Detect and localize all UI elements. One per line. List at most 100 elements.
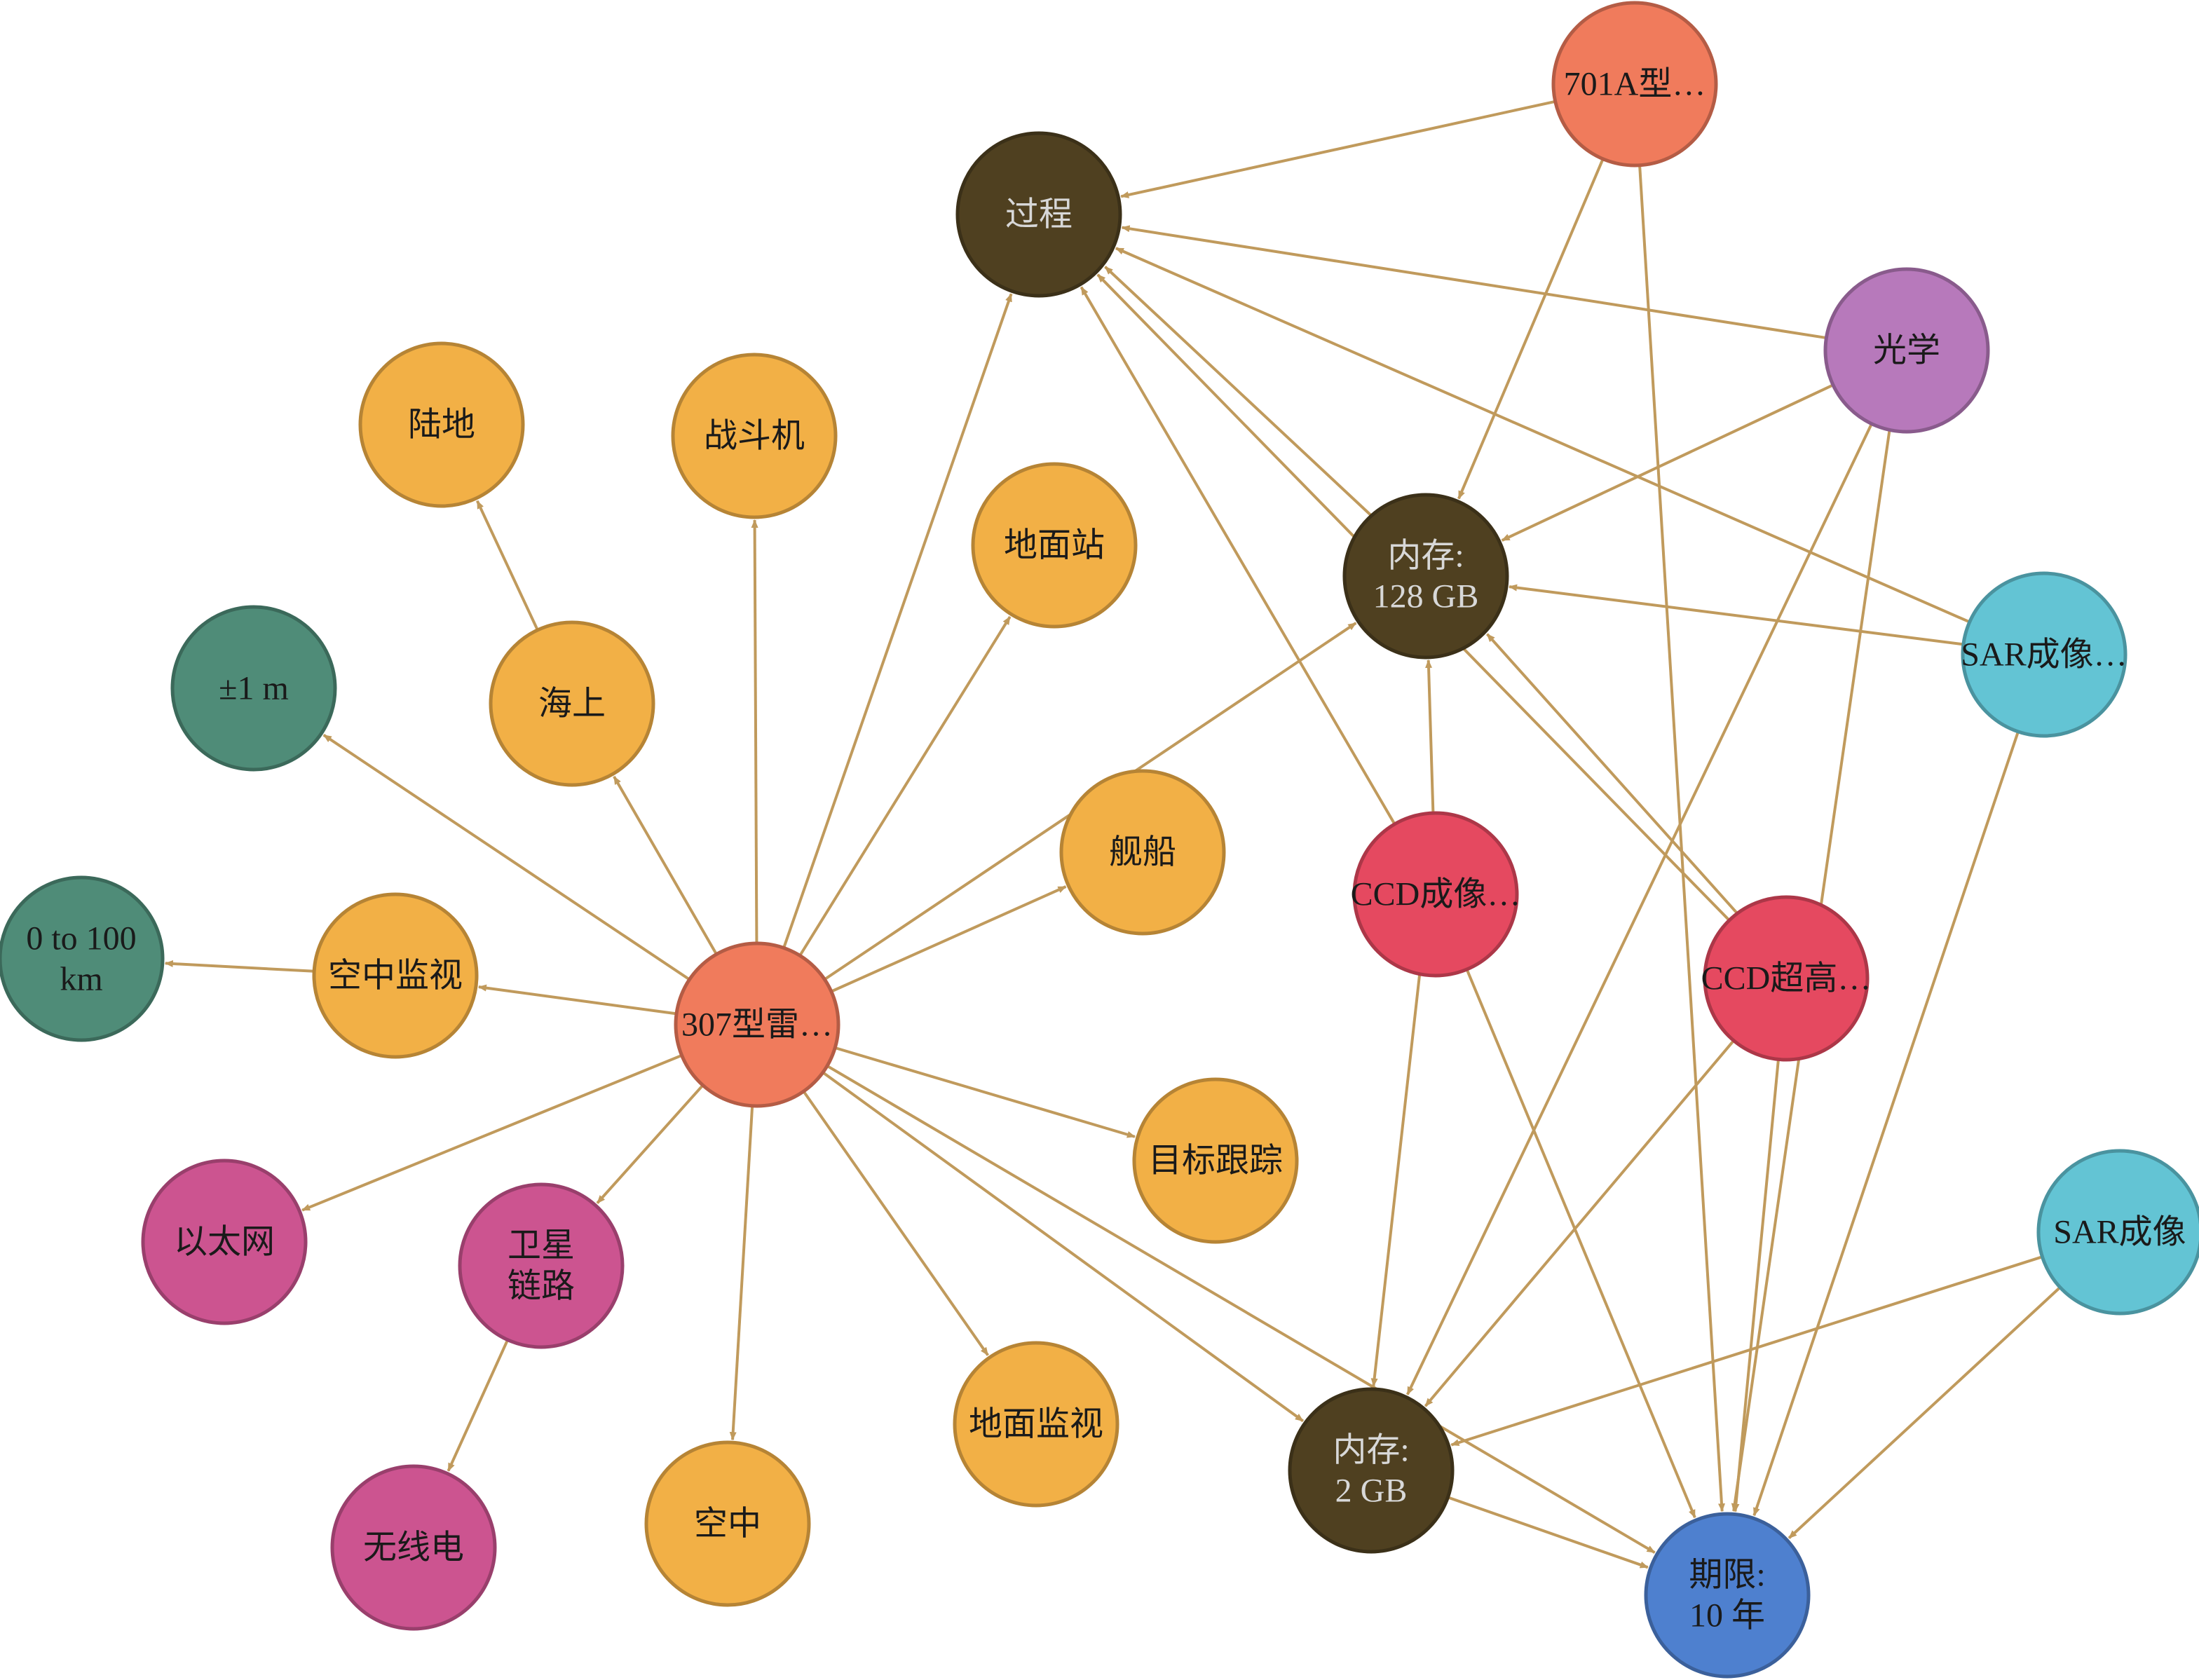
node-circle (1059, 769, 1226, 936)
node-label: 链路 (508, 1268, 575, 1305)
node-ethernet[interactable]: 以太网 (141, 1159, 308, 1325)
edge-optical-to-mem2 (1405, 423, 1873, 1395)
node-circle (971, 462, 1138, 629)
edge-ccd1-to-mem128 (1425, 659, 1435, 814)
node-label: 701A型… (1564, 66, 1706, 103)
node-fighter[interactable]: 战斗机 (671, 353, 838, 519)
node-label: 128 GB (1373, 578, 1479, 615)
node-circle (2036, 1149, 2199, 1316)
edge-radar307-to-air (729, 1105, 754, 1441)
edge-radar307-to-ethernet (301, 1053, 683, 1212)
node-circle (674, 941, 840, 1108)
edge-radar307-to-term (826, 1065, 1656, 1554)
node-label: 海上 (538, 685, 606, 723)
edge-ccd1-to-mem2 (1370, 974, 1422, 1387)
edge-airsurv-to-range (164, 960, 315, 973)
edge-satlink-to-radio (447, 1339, 509, 1472)
edge-optical-to-mem128 (1501, 383, 1834, 542)
node-ship[interactable]: 舰船 (1059, 769, 1226, 936)
edge-ccd2-to-mem128 (1486, 633, 1738, 915)
node-label: 过程 (1005, 196, 1073, 233)
node-label: 战斗机 (704, 418, 805, 455)
node-land[interactable]: 陆地 (358, 341, 525, 508)
node-circle (644, 1440, 811, 1607)
node-circle (1551, 1, 1718, 168)
node-ccd2[interactable]: CCD超高… (1701, 895, 1872, 1062)
edge-optical-to-process (1121, 225, 1827, 340)
edge-sea-to-land (475, 500, 539, 631)
node-radio[interactable]: 无线电 (330, 1464, 497, 1631)
node-mem2[interactable]: 内存: 2 GB (1288, 1387, 1455, 1554)
node-sar2[interactable]: SAR成像 (2036, 1149, 2199, 1316)
node-radar701[interactable]: 701A型… (1551, 1, 1718, 168)
node-circle (1342, 493, 1509, 660)
edge-radar307-to-fighter (751, 519, 758, 944)
node-label: 期限: (1689, 1557, 1765, 1594)
node-circle (1703, 895, 1870, 1062)
edge-radar701-to-mem128 (1457, 158, 1605, 500)
node-circle (170, 605, 337, 772)
node-label: 10 年 (1689, 1597, 1765, 1634)
node-circle (0, 875, 165, 1042)
edge-radar307-to-airsurv (477, 984, 677, 1016)
node-circle (1288, 1387, 1455, 1554)
node-acc[interactable]: ±1 m (170, 605, 337, 772)
node-circle (955, 131, 1122, 298)
node-label: 舰船 (1109, 834, 1176, 871)
edge-radar701-to-process (1120, 100, 1556, 198)
node-label: 陆地 (408, 407, 475, 444)
node-label: 307型雷… (681, 1006, 833, 1044)
node-circle (489, 620, 655, 787)
edge-sar1-to-term (1752, 731, 2020, 1517)
node-label: CCD成像… (1351, 876, 1521, 913)
node-circle (671, 353, 838, 519)
node-circle (1352, 811, 1519, 978)
node-air[interactable]: 空中 (644, 1440, 811, 1607)
node-label: 以太网 (174, 1224, 275, 1261)
node-circle (458, 1182, 625, 1349)
node-sea[interactable]: 海上 (489, 620, 655, 787)
edge-radar307-to-mem2 (822, 1071, 1305, 1423)
node-label: 内存: (1387, 538, 1464, 575)
node-radar307[interactable]: 307型雷… (674, 941, 840, 1108)
node-label: 地面站 (1004, 527, 1105, 564)
node-label: CCD超高… (1701, 960, 1872, 997)
edge-ccd2-to-mem2 (1424, 1039, 1735, 1407)
edge-radar307-to-process (782, 293, 1013, 949)
edge-radar307-to-acc (322, 734, 690, 981)
node-mem128[interactable]: 内存:128 GB (1342, 493, 1509, 660)
edge-radar307-to-sea (613, 775, 718, 955)
node-label: 内存: (1333, 1432, 1409, 1469)
edge-radar307-to-tracking (834, 1046, 1136, 1138)
edge-sar1-to-mem128 (1509, 584, 1964, 646)
node-term[interactable]: 期限:10 年 (1644, 1512, 1811, 1679)
node-optical[interactable]: 光学 (1823, 267, 1990, 434)
node-airsurv[interactable]: 空中监视 (312, 892, 479, 1059)
node-circle (1961, 571, 2127, 738)
node-circle (141, 1159, 308, 1325)
node-groundstation[interactable]: 地面站 (971, 462, 1138, 629)
node-sar1[interactable]: SAR成像… (1961, 571, 2127, 738)
node-label: 空中监视 (328, 957, 463, 995)
node-label: 无线电 (363, 1529, 464, 1566)
node-circle (358, 341, 525, 508)
edge-ccd2-to-term (1732, 1059, 1780, 1512)
node-label: ±1 m (219, 670, 289, 707)
node-circle (953, 1341, 1119, 1508)
node-ccd1[interactable]: CCD成像… (1351, 811, 1521, 978)
node-tracking[interactable]: 目标跟踪 (1132, 1077, 1299, 1244)
node-groundsurv[interactable]: 地面监视 (953, 1341, 1119, 1508)
node-process[interactable]: 过程 (955, 131, 1122, 298)
node-label: 2 GB (1335, 1473, 1408, 1510)
node-label: 空中 (694, 1505, 761, 1543)
edge-radar307-to-groundstation (798, 615, 1012, 957)
edge-sar2-to-mem2 (1450, 1255, 2043, 1447)
node-label: 地面监视 (969, 1406, 1103, 1443)
node-label: 卫星 (508, 1227, 575, 1264)
node-label: 0 to 100 (26, 920, 136, 957)
node-circle (330, 1464, 497, 1631)
node-circle (1644, 1512, 1811, 1679)
